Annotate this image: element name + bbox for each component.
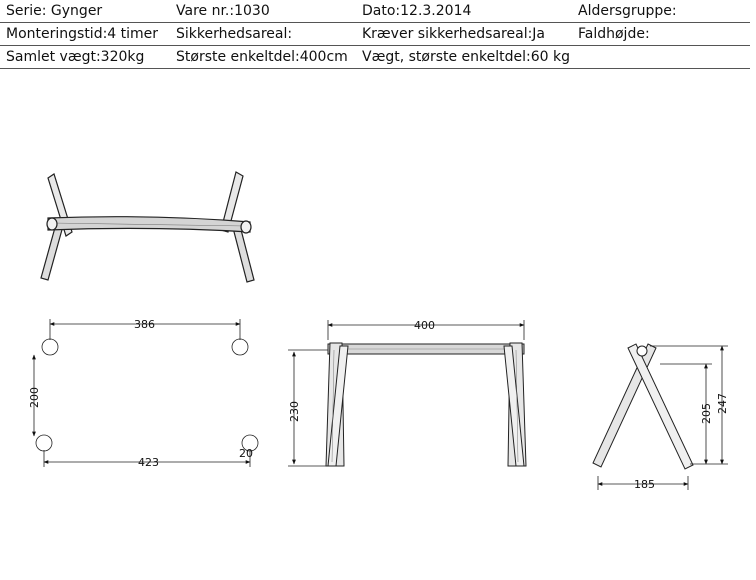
- spec-row-3: Samlet vægt:320kg Største enkeltdel:400c…: [0, 46, 750, 69]
- spec-row-2: Monteringstid:4 timer Sikkerhedsareal: K…: [0, 23, 750, 46]
- dim-plan-top: 386: [134, 318, 155, 331]
- side-view: [592, 343, 694, 470]
- spec-requires-safety-area: Kræver sikkerhedsareal:Ja: [362, 26, 546, 42]
- spec-assembly-time: Monteringstid:4 timer: [6, 26, 159, 42]
- dim-side-inner: 205: [700, 403, 713, 424]
- dim-plan-left: 200: [28, 387, 41, 408]
- spec-largest-part: Største enkeltdel:400cm: [176, 49, 348, 65]
- spec-date: Dato:12.3.2014: [362, 3, 472, 19]
- spec-fall-height: Faldhøjde:: [578, 26, 650, 42]
- spec-age-group: Aldersgruppe:: [578, 3, 677, 19]
- dim-side-outer: 247: [716, 393, 729, 414]
- spec-largest-part-weight: Vægt, største enkeltdel:60 kg: [362, 49, 571, 65]
- spec-row-1: Serie: Gynger Vare nr.:1030 Dato:12.3.20…: [0, 0, 750, 23]
- spec-item-number: Vare nr.:1030: [176, 3, 270, 19]
- spec-safety-area: Sikkerhedsareal:: [176, 26, 293, 42]
- plan-view: [32, 319, 259, 467]
- dim-front-width: 400: [414, 319, 435, 332]
- dim-plan-post: 20: [239, 447, 253, 460]
- dim-front-height: 230: [288, 401, 301, 422]
- dim-side-base: 185: [634, 478, 655, 491]
- spec-series: Serie: Gynger: [6, 3, 103, 19]
- perspective-view: [40, 171, 255, 283]
- front-view: [325, 342, 527, 467]
- post-circle: [35, 434, 53, 452]
- post-circle: [41, 338, 59, 356]
- post-circle: [231, 338, 249, 356]
- spec-total-weight: Samlet vægt:320kg: [6, 49, 145, 65]
- spec-table: Serie: Gynger Vare nr.:1030 Dato:12.3.20…: [0, 0, 750, 69]
- dim-plan-bottom: 423: [138, 456, 159, 469]
